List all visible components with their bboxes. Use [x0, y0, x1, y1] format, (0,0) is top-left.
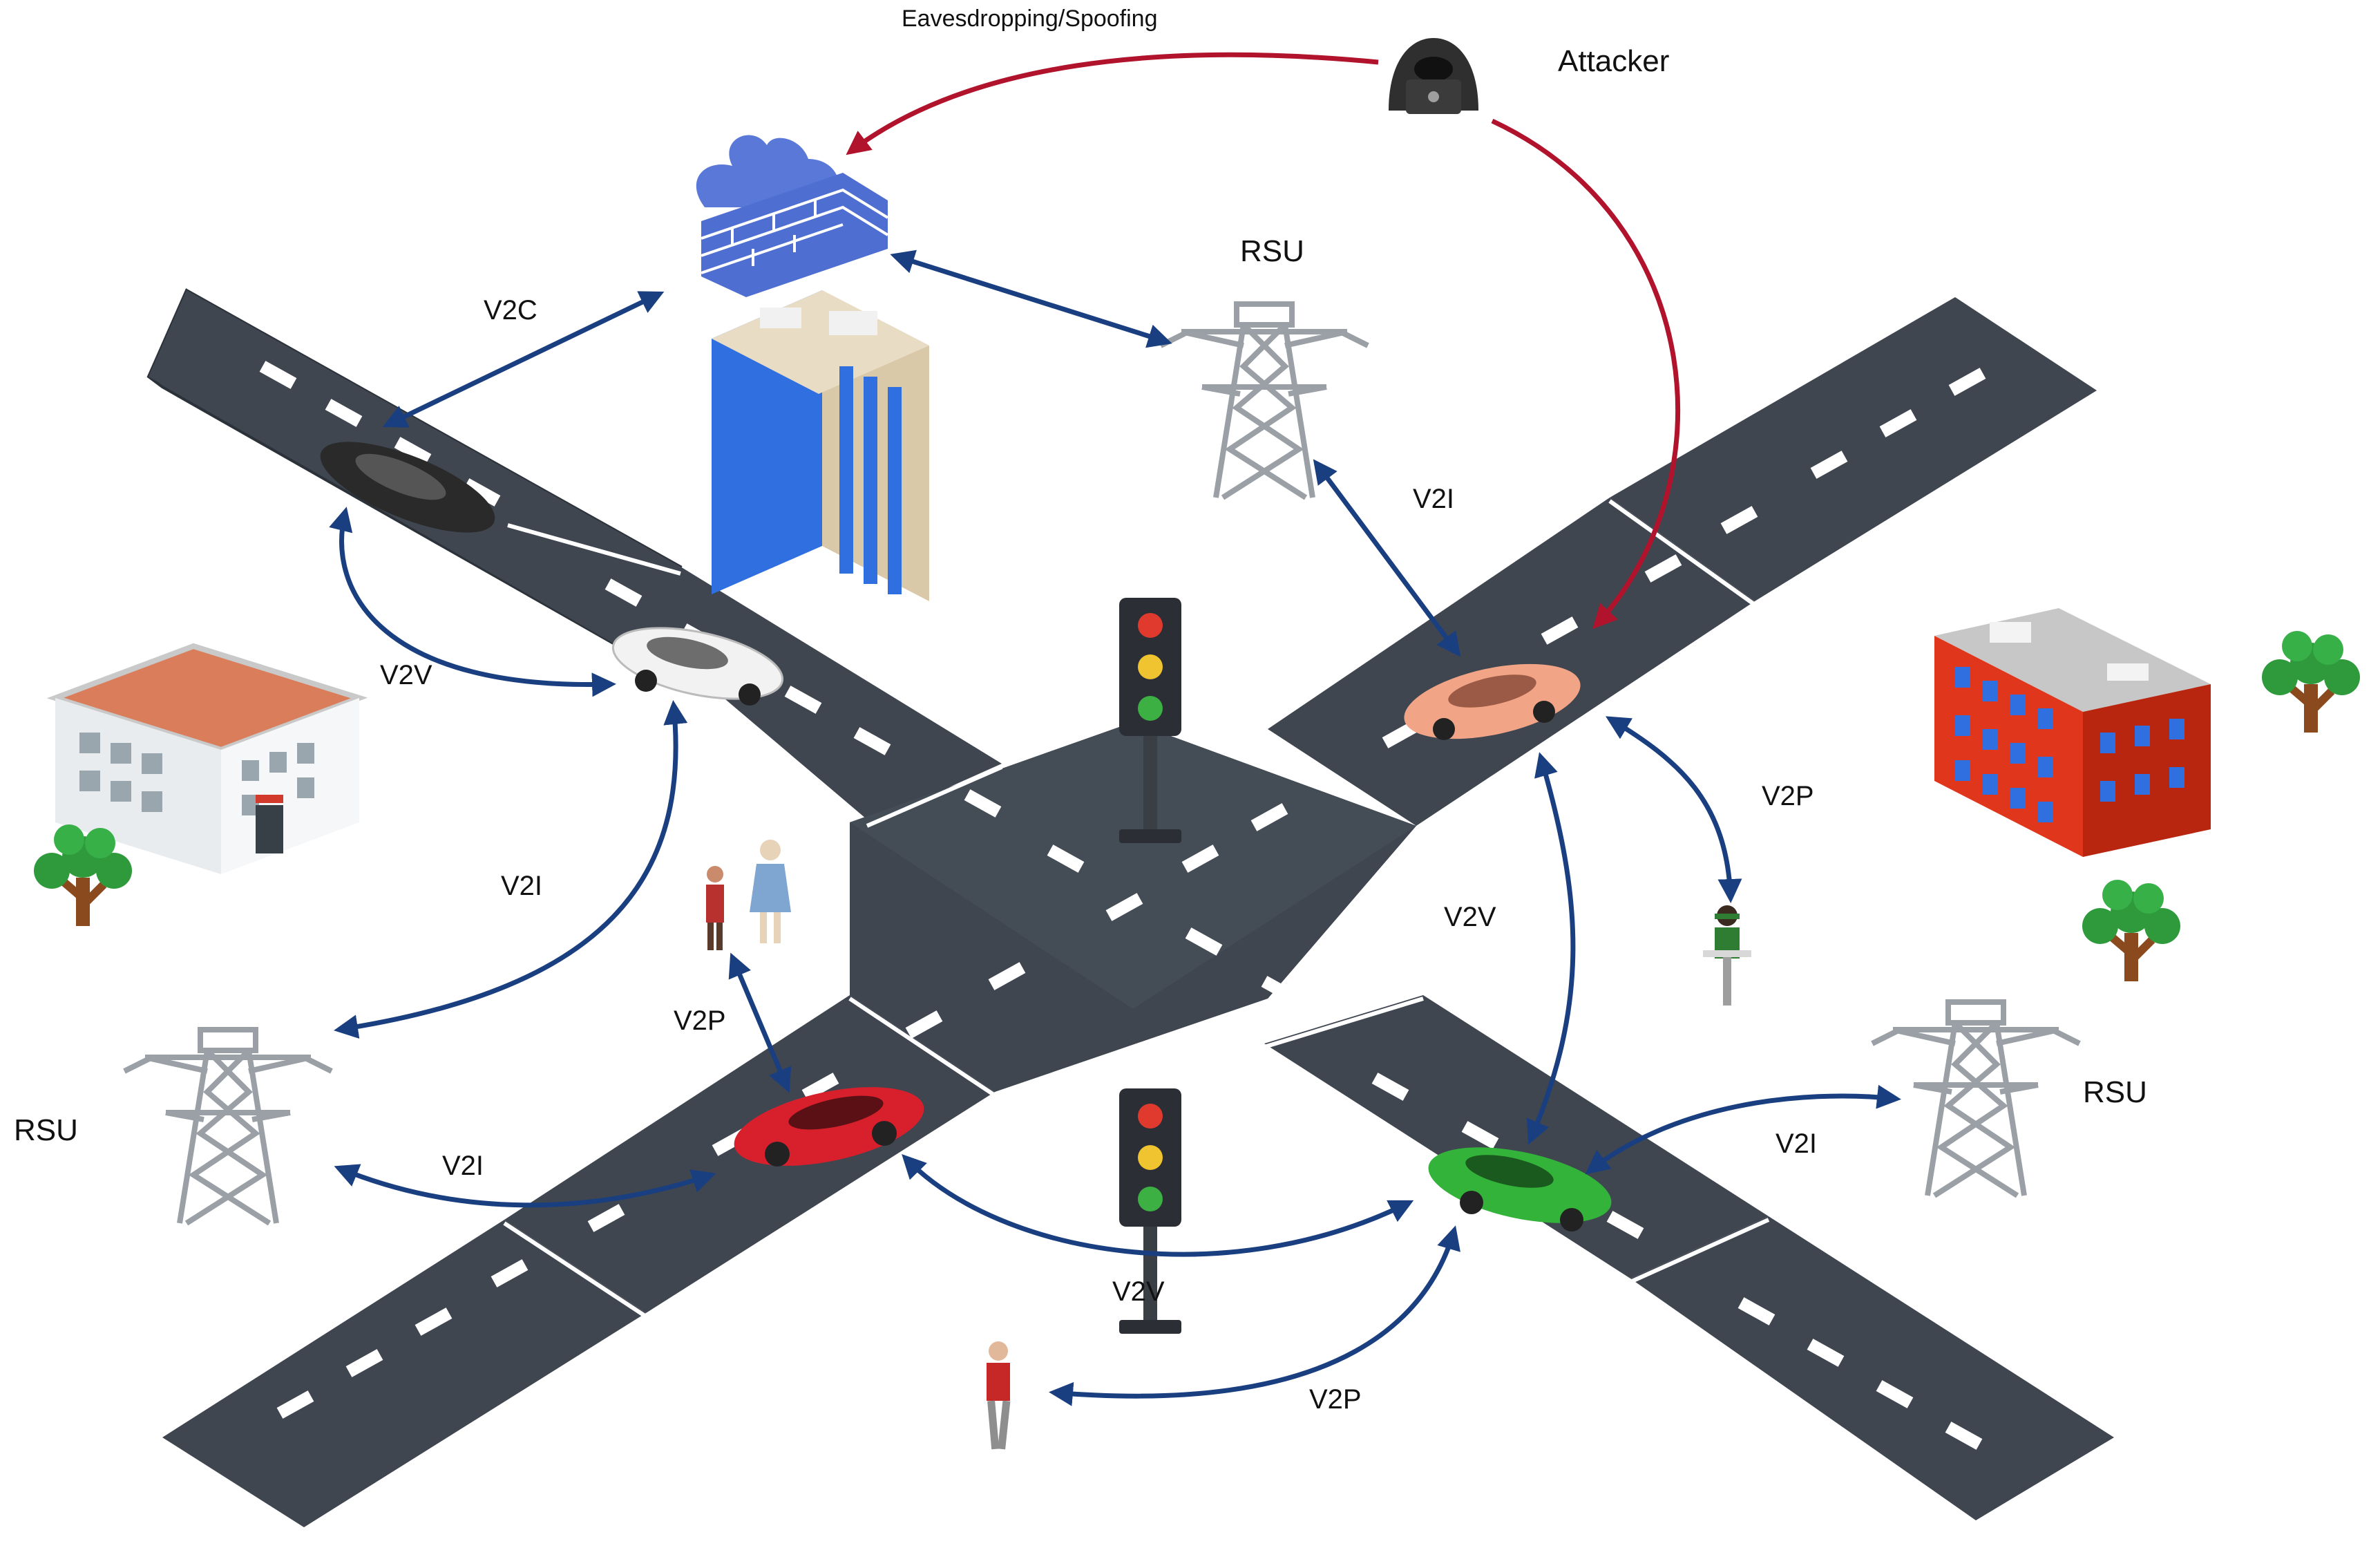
v2i-bottom-left-link [334, 1164, 716, 1208]
lane-marks-nesw [276, 368, 1986, 1419]
label-v2v-right: V2V [1444, 902, 1496, 932]
label-v2c: V2C [484, 295, 537, 325]
v2p-right-link [1605, 716, 1742, 903]
v2c-link [382, 291, 665, 428]
v2p-bottom-link [1049, 1225, 1460, 1406]
label-rsu-top: RSU [1240, 234, 1304, 268]
label-v2p-right: V2P [1762, 781, 1814, 811]
rsu-tower-icon [124, 1030, 332, 1223]
attack-vehicle-link [1491, 118, 1681, 630]
tree-icon [2262, 631, 2360, 733]
v2v-left-link [329, 507, 616, 697]
label-rsu-left: RSU [14, 1113, 78, 1147]
hacker-icon [1389, 38, 1478, 114]
attack-links [846, 52, 1681, 630]
label-v2i-bottom-left: V2I [442, 1151, 484, 1181]
v2i-bottom-right-link [1585, 1084, 1901, 1175]
glass-office-building-icon [712, 290, 929, 601]
intersection-roads [146, 288, 2114, 1527]
road-segment-se [1264, 995, 1769, 1278]
road-segment-se2 [1630, 1216, 2114, 1520]
car-red-icon [734, 1087, 924, 1167]
rsu-tower-icon [1872, 1002, 2079, 1196]
v2i-top-link [1313, 459, 1461, 657]
label-v2i-top: V2I [1413, 484, 1454, 514]
cyclist-icon [1703, 905, 1751, 1006]
label-v2p-left: V2P [674, 1006, 726, 1036]
rsu-tower-icon [1161, 304, 1368, 498]
firewall-cloud-icon [696, 135, 889, 297]
v2i-left-link [334, 700, 688, 1039]
tree-icon [2082, 880, 2180, 981]
pedestrian-icon [987, 1341, 1011, 1450]
lane-marks-nwse [259, 361, 1983, 1450]
label-v2i-left: V2I [501, 871, 542, 901]
pedestrian-pair-icon [706, 840, 791, 950]
attack-eaves-link [846, 52, 1379, 155]
label-v2v-left: V2V [380, 660, 432, 690]
car-green-icon [1428, 1147, 1612, 1231]
label-rsu-right: RSU [2083, 1075, 2147, 1109]
car-white-icon [611, 627, 784, 706]
red-building-icon [1934, 608, 2211, 857]
v2p-left-link [728, 952, 792, 1093]
rsu-cloud-link [890, 249, 1172, 348]
label-attacker: Attacker [1558, 44, 1669, 78]
car-orange-icon [1404, 663, 1581, 740]
label-v2i-bottom-right: V2I [1776, 1129, 1817, 1159]
communication-links [329, 249, 1901, 1406]
v2v-right-link [1526, 752, 1576, 1145]
label-v2v-bottom: V2V [1112, 1276, 1165, 1307]
label-v2p-bottom: V2P [1309, 1384, 1362, 1415]
label-eavesdropping-spoofing: Eavesdropping/Spoofing [902, 6, 1158, 32]
road-segment-sw2 [162, 1220, 646, 1527]
